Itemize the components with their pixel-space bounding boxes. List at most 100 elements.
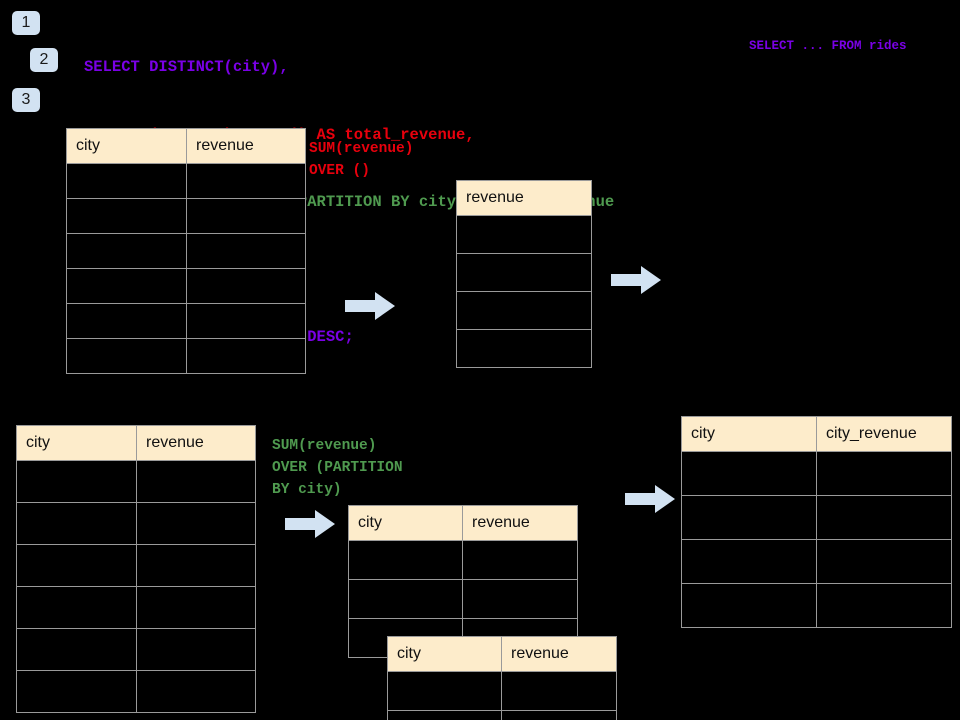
- column-header-city: city: [681, 416, 817, 452]
- table-row: [681, 539, 952, 584]
- table-cell: [681, 583, 817, 628]
- column-header-revenue: revenue: [136, 425, 256, 461]
- column-header-revenue: revenue: [501, 636, 617, 672]
- arrow-bottom-left-icon: [285, 510, 335, 538]
- table-row: [681, 495, 952, 540]
- table-cell: [816, 539, 952, 584]
- table-cell: [816, 583, 952, 628]
- table-cell: [136, 544, 256, 587]
- table-cell: [681, 539, 817, 584]
- table-row: [387, 671, 617, 711]
- table-row: [66, 163, 306, 199]
- table-row: [348, 579, 578, 619]
- annotation-sum-over-partition: SUM(revenue) OVER (PARTITION BY city): [272, 438, 403, 498]
- table-cell: [66, 233, 187, 269]
- table-header-row: city revenue: [387, 636, 617, 672]
- table-cell: [136, 502, 256, 545]
- table-row: [348, 540, 578, 580]
- column-header-city-revenue: city_revenue: [816, 416, 952, 452]
- table-row: [16, 670, 256, 713]
- table-cell: [16, 670, 137, 713]
- table-row: [681, 451, 952, 496]
- arrow-top-right-icon: [611, 266, 661, 294]
- table-cell: [66, 338, 187, 374]
- table-cell: [186, 303, 306, 339]
- sql-line-1: SELECT DISTINCT(city),: [84, 58, 289, 76]
- table-row: [66, 303, 306, 339]
- table-row: [66, 338, 306, 374]
- table-cell: [462, 540, 578, 580]
- table-cell: [501, 671, 617, 711]
- column-header-city: city: [16, 425, 137, 461]
- table-cell: [186, 233, 306, 269]
- table-cell: [186, 338, 306, 374]
- table-cell: [66, 198, 187, 234]
- table-cell: [66, 303, 187, 339]
- table-row: [16, 544, 256, 587]
- table-cell: [681, 451, 817, 496]
- table-cell: [186, 163, 306, 199]
- table-city-revenue-result: city city_revenue: [681, 416, 952, 628]
- table-cell: [501, 710, 617, 720]
- table-cell: [816, 451, 952, 496]
- table-cell: [456, 291, 592, 330]
- table-row: [456, 253, 592, 292]
- column-header-revenue: revenue: [456, 180, 592, 216]
- table-partition-group-back: city revenue: [348, 505, 578, 658]
- table-rides-source-bottom: city revenue: [16, 425, 256, 713]
- table-cell: [387, 710, 502, 720]
- step-badge-1: 1: [12, 11, 40, 35]
- column-header-revenue: revenue: [462, 505, 578, 541]
- column-header-revenue: revenue: [186, 128, 306, 164]
- table-row: [456, 329, 592, 368]
- table-cell: [136, 670, 256, 713]
- table-cell: [186, 198, 306, 234]
- table-header-row: city revenue: [16, 425, 256, 461]
- column-header-city: city: [387, 636, 502, 672]
- table-rides-source-top: city revenue: [66, 128, 306, 374]
- table-row: [66, 198, 306, 234]
- table-row: [387, 710, 617, 720]
- table-cell: [456, 215, 592, 254]
- table-cell: [16, 460, 137, 503]
- table-header-row: city revenue: [66, 128, 306, 164]
- table-cell: [66, 268, 187, 304]
- table-cell: [681, 495, 817, 540]
- table-cell: [136, 460, 256, 503]
- table-cell: [16, 586, 137, 629]
- annotation-sum-over-empty: SUM(revenue) OVER (): [309, 141, 414, 179]
- table-row: [681, 583, 952, 628]
- table-row: [66, 268, 306, 304]
- table-cell: [816, 495, 952, 540]
- table-cell: [66, 163, 187, 199]
- step-badge-3: 3: [12, 88, 40, 112]
- table-cell: [348, 540, 463, 580]
- table-cell: [462, 579, 578, 619]
- table-row: [16, 628, 256, 671]
- table-row: [16, 586, 256, 629]
- table-partition-group-front: city revenue: [387, 636, 617, 720]
- table-row: [16, 502, 256, 545]
- table-cell: [16, 502, 137, 545]
- table-row: [456, 215, 592, 254]
- table-cell: [136, 628, 256, 671]
- table-cell: [16, 544, 137, 587]
- table-cell: [16, 628, 137, 671]
- arrow-top-left-icon: [345, 292, 395, 320]
- table-cell: [348, 579, 463, 619]
- column-header-city: city: [66, 128, 187, 164]
- table-cell: [186, 268, 306, 304]
- table-header-row: city revenue: [348, 505, 578, 541]
- table-row: [456, 291, 592, 330]
- table-row: [66, 233, 306, 269]
- table-cell: [387, 671, 502, 711]
- side-note-select-from-rides: SELECT ... FROM rides: [749, 39, 907, 53]
- table-total-revenue-result: revenue: [456, 180, 592, 368]
- table-header-row: revenue: [456, 180, 592, 216]
- table-cell: [456, 253, 592, 292]
- arrow-bottom-right-icon: [625, 485, 675, 513]
- step-badge-2: 2: [30, 48, 58, 72]
- column-header-city: city: [348, 505, 463, 541]
- table-header-row: city city_revenue: [681, 416, 952, 452]
